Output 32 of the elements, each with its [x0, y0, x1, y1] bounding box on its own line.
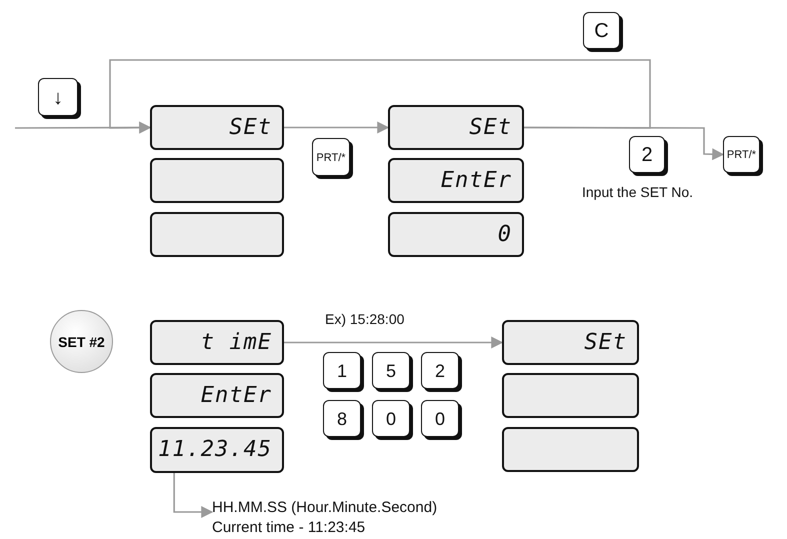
edge-label: Ex) 15:28:00 — [325, 311, 404, 327]
lcd-display: EntEr — [150, 373, 284, 418]
step-badge: SET #2 — [50, 310, 113, 373]
arrow — [284, 122, 390, 134]
key-button: 5 — [372, 352, 410, 389]
lcd-display: SEt — [502, 320, 639, 365]
key-caption: Input the SET No. — [582, 184, 694, 200]
lcd-display: SEt — [150, 105, 284, 150]
lcd-display: SEt — [388, 105, 524, 150]
key-button: C — [583, 12, 620, 49]
lcd-display — [150, 158, 284, 203]
lcd-display — [150, 212, 284, 257]
lcd-display: t imE — [150, 320, 284, 365]
key-button: 8 — [323, 400, 361, 437]
key-button: 2 — [421, 352, 459, 389]
key-button: 0 — [372, 400, 410, 437]
lcd-display: EntEr — [388, 158, 524, 203]
arrow — [173, 473, 214, 518]
note-text: HH.MM.SS (Hour.Minute.Second) — [212, 498, 438, 518]
lcd-display — [502, 427, 639, 472]
lcd-display: 11.23.45 — [150, 427, 284, 473]
arrow — [109, 59, 651, 134]
lcd-display — [502, 373, 639, 418]
key-button: 0 — [421, 400, 459, 437]
arrow — [284, 336, 504, 348]
key-button: PRT/* — [312, 138, 350, 176]
key-button: ↓ — [38, 78, 78, 116]
key-button: 2 — [629, 136, 665, 173]
lcd-display: 0 — [388, 212, 524, 257]
note-text: Current time - 11:23:45 — [212, 518, 366, 538]
key-button: PRT/* — [723, 136, 760, 173]
key-button: 1 — [323, 352, 361, 389]
